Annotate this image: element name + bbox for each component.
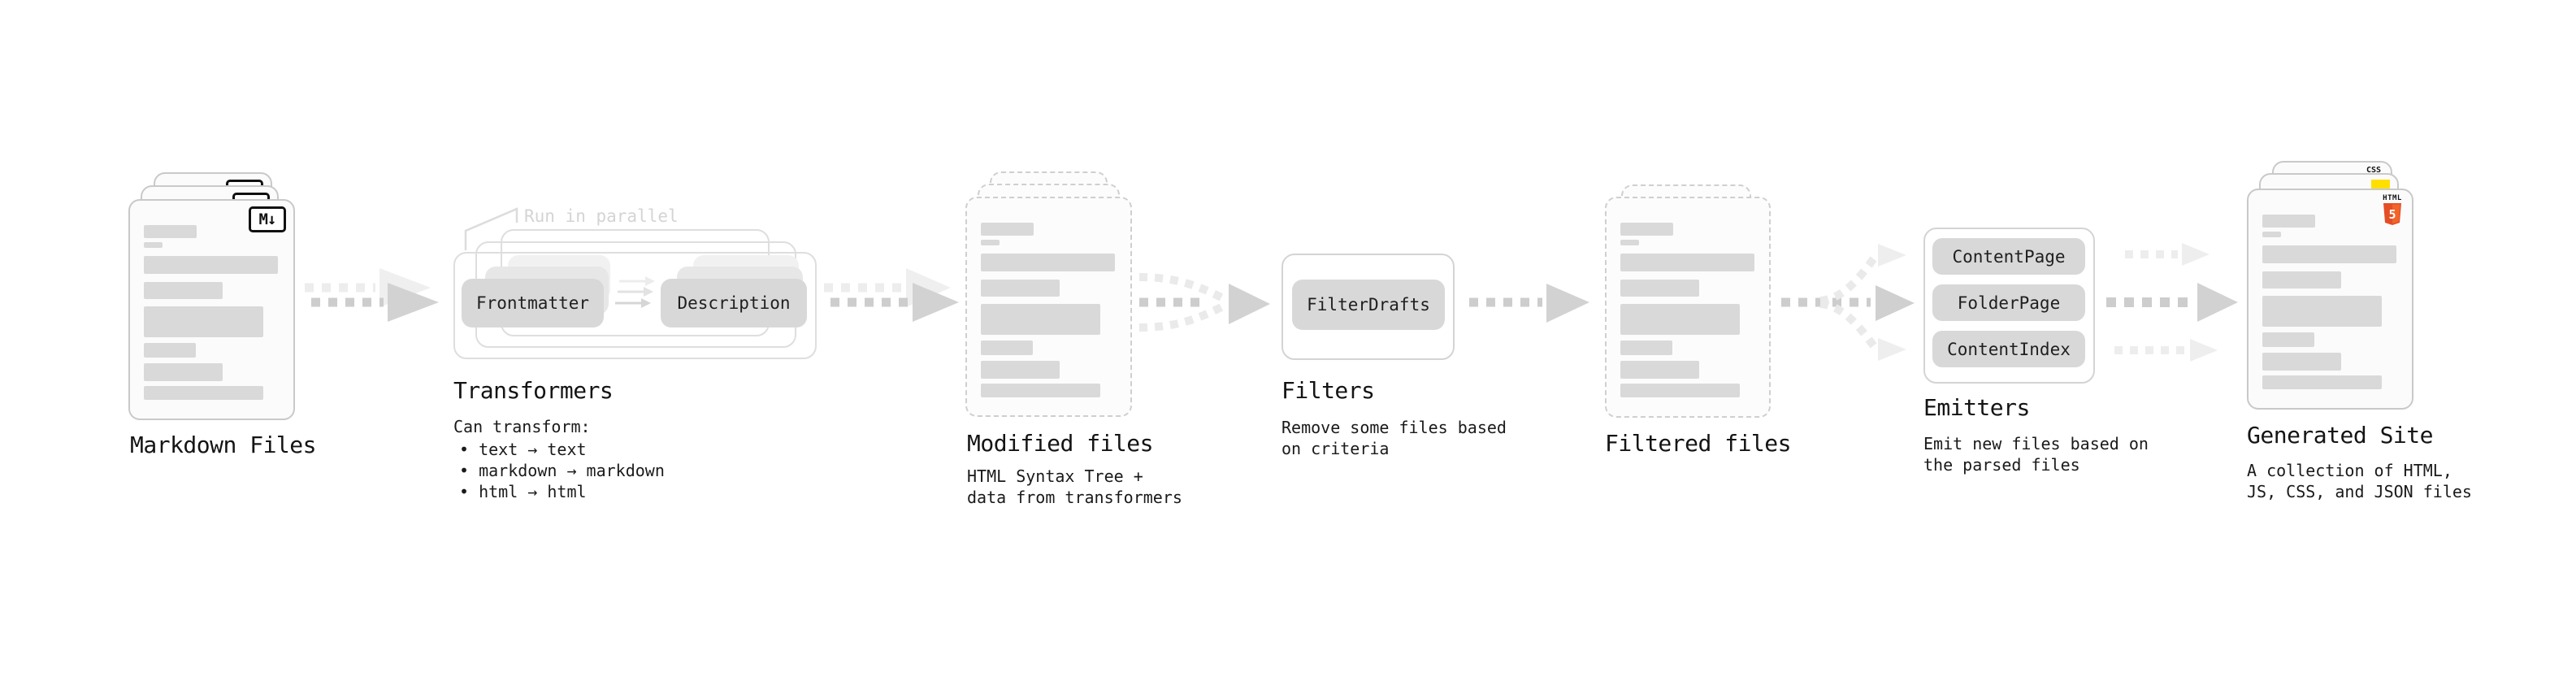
placeholder-line (144, 306, 263, 337)
placeholder-line (1620, 384, 1740, 397)
placeholder-line (1620, 254, 1754, 271)
emitters-node: ContentPage FolderPage ContentIndex Emit… (1922, 226, 2190, 478)
content-page-pill: ContentPage (1932, 238, 2085, 275)
placeholder-line (2262, 232, 2281, 237)
transformer-layer-frame-front (453, 252, 817, 359)
arrow-filtered-to-emitters-fanout-icon (1781, 244, 1915, 361)
generated-site-label: Generated Site (2247, 422, 2434, 449)
css-icon: CSS (2366, 166, 2381, 175)
arrow-transformers-to-modified-icon (824, 268, 959, 322)
run-in-parallel-annotation: Run in parallel (524, 206, 679, 226)
arrow-filters-to-filtered-icon (1469, 284, 1589, 323)
filter-drafts-pill: FilterDrafts (1292, 280, 1445, 330)
placeholder-line (2262, 353, 2341, 371)
description-pill: Description (661, 279, 807, 327)
placeholder-line (981, 223, 1034, 236)
modified-files-node: Modified files HTML Syntax Tree + data f… (963, 167, 1223, 516)
placeholder-line (1620, 223, 1673, 236)
transformers-bullet: • text → text (459, 440, 587, 459)
placeholder-line (981, 280, 1060, 297)
transformers-label: Transformers (453, 377, 614, 404)
placeholder-line (1620, 304, 1740, 335)
placeholder-line (981, 384, 1100, 397)
html5-shield: 5 (2383, 203, 2401, 225)
markdown-files-label: Markdown Files (130, 432, 317, 458)
placeholder-line (2262, 271, 2341, 288)
emitters-label: Emitters (1923, 394, 2030, 421)
placeholder-line (144, 242, 163, 248)
svg-text:5: 5 (2388, 207, 2396, 222)
folder-page-pill: FolderPage (1932, 284, 2085, 321)
placeholder-line (144, 282, 223, 299)
placeholder-line (1620, 280, 1699, 297)
placeholder-line (1620, 361, 1699, 379)
filters-frame (1281, 254, 1455, 360)
generated-site-description: JS, CSS, and JSON files (2247, 482, 2472, 501)
transformers-bullet: • markdown → markdown (459, 461, 665, 480)
placeholder-line (981, 254, 1115, 271)
emitters-description: the parsed files (1923, 455, 2080, 475)
filters-label: Filters (1281, 377, 1375, 404)
placeholder-line (144, 225, 197, 238)
placeholder-line (144, 363, 223, 381)
run-in-parallel-callout-line (464, 207, 518, 250)
css-icon-text: CSS (2366, 166, 2381, 175)
placeholder-line (2262, 296, 2382, 327)
emitters-frame (1923, 228, 2095, 384)
markdown-files-node: M↓ M↓ M↓ Markdown Files (126, 158, 329, 467)
filters-description: on criteria (1281, 439, 1390, 458)
modified-file-card-front (965, 197, 1132, 417)
modified-files-description: HTML Syntax Tree + (967, 466, 1143, 486)
content-index-pill: ContentIndex (1932, 331, 2085, 367)
modified-files-label: Modified files (967, 430, 1154, 457)
transformers-bullet: • html → html (459, 482, 587, 501)
placeholder-line (981, 240, 1000, 245)
filtered-file-card-front (1605, 197, 1771, 418)
placeholder-line (144, 256, 278, 274)
arrow-emitters-to-generated-icon (2106, 243, 2238, 362)
placeholder-line (981, 340, 1033, 355)
placeholder-line (2262, 375, 2382, 389)
arrow-modified-to-filters-merge-icon (1138, 273, 1270, 332)
generated-site-description: A collection of HTML, (2247, 461, 2452, 480)
filters-description: Remove some files based (1281, 418, 1507, 437)
placeholder-line (2262, 215, 2315, 228)
placeholder-line (2262, 332, 2314, 347)
markdown-file-card-front: M↓ (128, 199, 295, 420)
placeholder-line (981, 361, 1060, 379)
html5-icon-caption: HTML (2383, 194, 2402, 202)
html5-icon: HTML 5 (2382, 195, 2403, 228)
transformers-description-heading: Can transform: (453, 417, 591, 436)
js-icon (2371, 180, 2390, 189)
placeholder-line (1620, 340, 1672, 355)
placeholder-line (2262, 245, 2396, 263)
generated-html-file-card: HTML 5 (2247, 189, 2413, 410)
placeholder-line (981, 304, 1100, 335)
filtered-files-label: Filtered files (1605, 430, 1792, 457)
placeholder-line (144, 386, 263, 400)
placeholder-line (144, 343, 196, 358)
modified-files-description: data from transformers (967, 488, 1182, 507)
transformer-parallel-arrows-icon (615, 276, 655, 308)
transformers-node: Run in parallel Frontmatter Description … (451, 195, 833, 504)
frontmatter-pill: Frontmatter (462, 279, 604, 327)
filters-node: FilterDrafts Filters Remove some files b… (1280, 252, 1532, 463)
emitters-description: Emit new files based on (1923, 434, 2149, 453)
generated-site-node: CSS HTML 5 Generated Site A collection o… (2244, 158, 2569, 508)
arrow-markdown-to-transformers-icon (305, 268, 439, 322)
markdown-icon: M↓ (249, 206, 286, 232)
filtered-files-node: Filtered files (1602, 167, 1792, 459)
placeholder-line (1620, 240, 1639, 245)
